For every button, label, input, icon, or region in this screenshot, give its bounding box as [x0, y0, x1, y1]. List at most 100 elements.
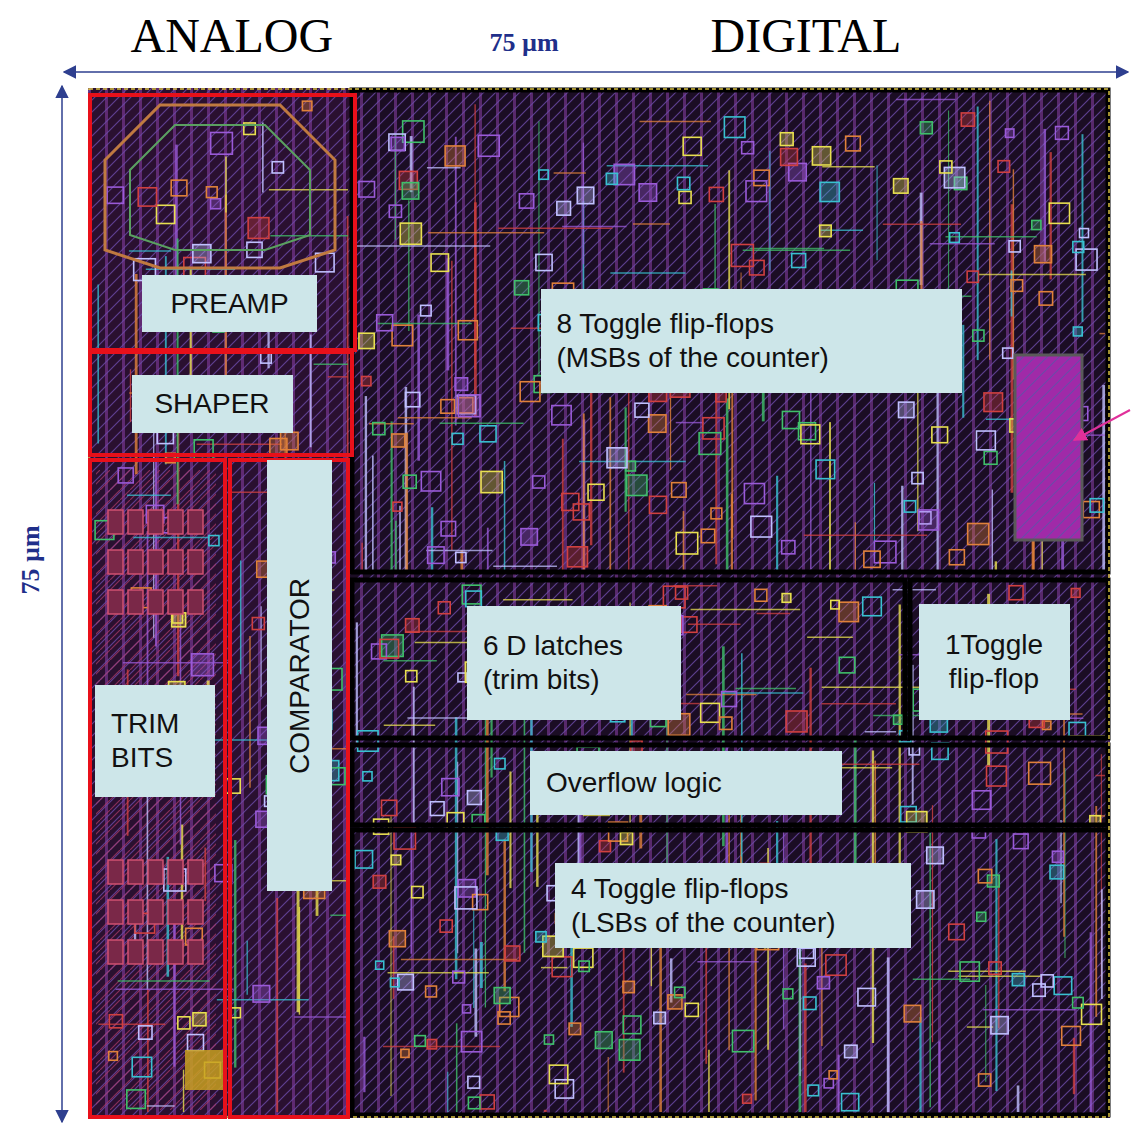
- via-contact: [858, 988, 875, 1005]
- via-contact: [1090, 499, 1103, 512]
- block-label: 8 Toggle flip-flops (MSBs of the counter…: [541, 289, 962, 393]
- metal-wire: [1043, 129, 1046, 262]
- metal-wire: [480, 942, 483, 988]
- via-contact: [438, 602, 450, 614]
- block-label: COMPARATOR: [267, 460, 332, 891]
- via-contact: [109, 1052, 118, 1061]
- metal-wire: [234, 840, 236, 1068]
- via-contact: [427, 1039, 436, 1048]
- metal-wire: [355, 245, 490, 247]
- highlighted-block: [1015, 355, 1082, 540]
- metal-wire: [173, 905, 175, 1066]
- via-contact: [390, 978, 399, 987]
- via-contact: [722, 692, 737, 707]
- via-contact: [461, 1032, 481, 1052]
- via-contact: [415, 1036, 426, 1047]
- via-contact: [552, 957, 572, 977]
- layout-ground: [88, 88, 1110, 1118]
- via-contact: [989, 962, 1001, 974]
- via-contact: [109, 1015, 122, 1028]
- via-contact: [623, 1016, 641, 1034]
- via-contact: [1083, 502, 1099, 518]
- metal-wire: [384, 660, 437, 662]
- metal-wire: [261, 606, 262, 697]
- trim-cell: [188, 510, 203, 534]
- inductor-octagon: [130, 125, 310, 250]
- wire-group: [357, 594, 1102, 1112]
- via-contact: [663, 586, 685, 608]
- metal-wire: [995, 561, 997, 570]
- via-contact: [466, 591, 482, 607]
- metal-wire: [1095, 806, 1097, 1017]
- metal-wire: [503, 840, 506, 992]
- via-contact: [899, 402, 914, 417]
- via-contact: [567, 547, 587, 567]
- via-contact: [127, 1090, 145, 1108]
- metal-wire: [118, 980, 210, 982]
- block-name: 8 Toggle flip-flops (MSBs of the counter…: [557, 307, 833, 374]
- metal-wire: [395, 521, 397, 570]
- via-contact: [481, 471, 502, 492]
- trim-cell: [148, 550, 163, 574]
- metal-wire: [249, 636, 250, 788]
- trim-cell: [108, 550, 123, 574]
- trim-cell: [188, 860, 203, 884]
- via-contact: [816, 460, 835, 479]
- dimension-label: 75 µm: [17, 525, 43, 594]
- via-contact: [261, 353, 271, 363]
- via-contact: [1082, 1004, 1102, 1024]
- metal-wire: [983, 1009, 1075, 1011]
- digital-region-borders: [352, 90, 1108, 1115]
- via-contact: [679, 191, 691, 203]
- contact-group: [355, 585, 1101, 1111]
- via-contact: [382, 635, 404, 657]
- metal-wire: [726, 398, 729, 570]
- via-contact: [302, 101, 311, 110]
- via-contact: [441, 400, 455, 414]
- via-contact: [920, 122, 932, 134]
- via-contact: [744, 484, 764, 504]
- via-contact: [620, 832, 632, 844]
- metal-wire: [1073, 1038, 1075, 1094]
- via-contact: [1054, 977, 1071, 994]
- trim-cell: [108, 590, 123, 614]
- trim-cell: [108, 900, 123, 924]
- via-contact: [824, 1079, 833, 1088]
- analog-block-outlines: [90, 95, 355, 1117]
- via-contact: [683, 137, 701, 155]
- metal-wire: [683, 511, 685, 570]
- metal-wire: [247, 941, 248, 995]
- via-contact: [495, 758, 505, 768]
- metal-wire: [985, 985, 986, 1082]
- layout-boundary: [89, 89, 1109, 1117]
- via-contact: [498, 1012, 510, 1024]
- via-contact: [1032, 220, 1041, 229]
- via-contact: [391, 137, 404, 150]
- metal-wire: [1102, 385, 1105, 570]
- metal-wire: [962, 325, 964, 418]
- metal-wire: [97, 285, 99, 444]
- via-contact: [967, 271, 978, 282]
- wire-group: [362, 101, 1104, 570]
- via-contact: [917, 891, 934, 908]
- via-contact: [193, 1013, 206, 1026]
- via-contact: [783, 989, 793, 999]
- trim-cell: [128, 860, 143, 884]
- via-contact: [445, 146, 465, 166]
- metal-wire: [554, 172, 586, 174]
- via-contact: [808, 1085, 819, 1096]
- via-contact: [919, 510, 939, 530]
- metal-wire: [503, 599, 572, 601]
- via-contact: [979, 1074, 991, 1086]
- metal-wire: [428, 232, 544, 234]
- highlighted-block-hatch: [1015, 355, 1082, 540]
- via-contact: [949, 924, 965, 940]
- highlighted-block-border: [1015, 355, 1082, 540]
- via-contact: [839, 602, 858, 621]
- metal-wire: [633, 223, 670, 225]
- metal-wire: [708, 1050, 710, 1112]
- region-border: [352, 830, 1108, 1115]
- trim-cell: [168, 940, 183, 964]
- metal-wire: [757, 613, 790, 615]
